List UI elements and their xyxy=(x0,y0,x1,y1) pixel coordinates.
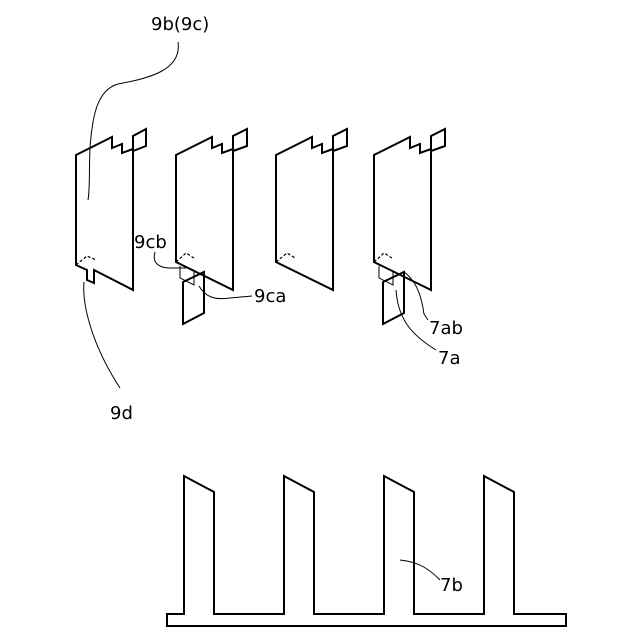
leader-line-7b xyxy=(400,560,440,580)
label-9ca: 9ca xyxy=(254,286,286,307)
leader-line-9d xyxy=(84,282,120,388)
leader-line-9ca xyxy=(199,286,252,299)
electrode-sheet-1 xyxy=(76,129,146,290)
electrode-sheet-2 xyxy=(176,129,247,290)
label-9d: 9d xyxy=(110,403,133,424)
comb-collector-7b xyxy=(167,476,566,626)
label-7b: 7b xyxy=(440,575,463,596)
label-9b-9c: 9b(9c) xyxy=(151,14,209,35)
label-7ab: 7ab xyxy=(429,318,463,339)
electrode-sheet-3 xyxy=(276,129,347,290)
electrode-sheet-4 xyxy=(374,129,445,290)
label-7a: 7a xyxy=(438,348,460,369)
label-9cb: 9cb xyxy=(134,232,167,253)
